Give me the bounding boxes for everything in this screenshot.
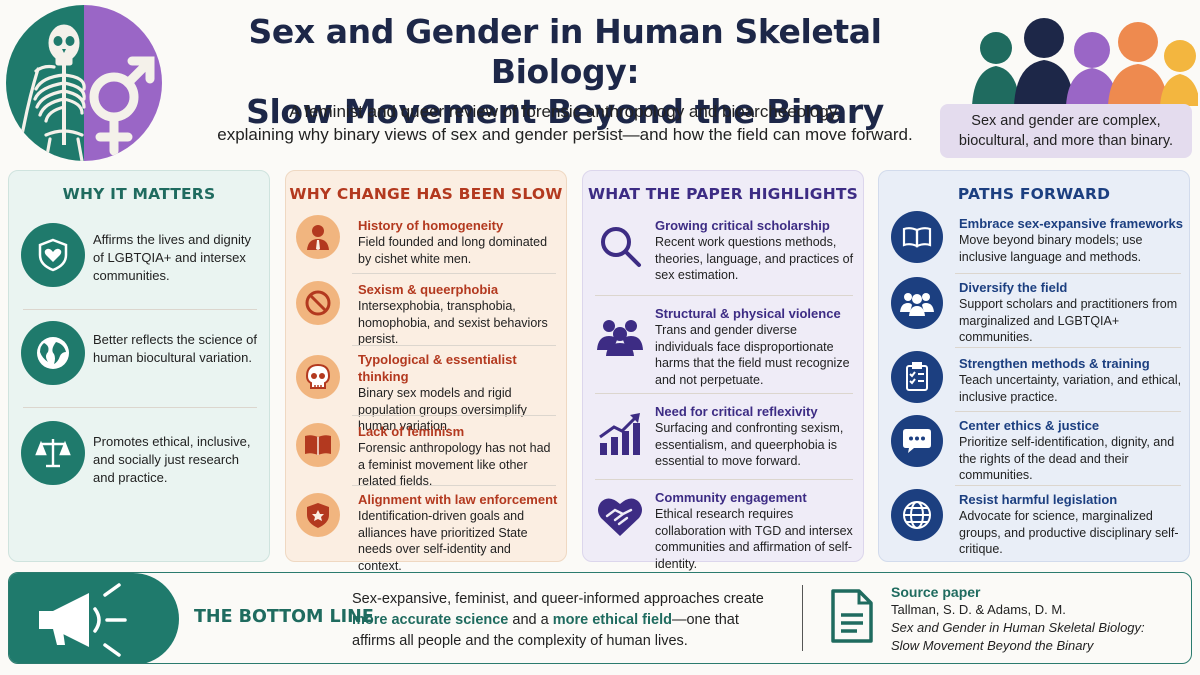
slow-item-1-text: Field founded and long dominated by cish… bbox=[358, 235, 548, 266]
why-item-3-text: Promotes ethical, inclusive, and sociall… bbox=[93, 434, 251, 485]
page-title: Sex and Gender in Human Skeletal Biology… bbox=[170, 12, 960, 132]
paper-highlights-panel: WHAT THE PAPER HIGHLIGHTS Growing critic… bbox=[582, 170, 864, 571]
slow-item-2-title: Sexism & queerphobia bbox=[358, 282, 499, 297]
callout-line-1: Sex and gender are complex, bbox=[971, 113, 1161, 129]
globe-icon bbox=[21, 321, 85, 385]
open-book-icon bbox=[891, 211, 943, 263]
growth-chart-icon bbox=[593, 409, 647, 459]
skeleton-gender-logo bbox=[6, 5, 162, 161]
path-5-title: Resist harmful legislation bbox=[959, 492, 1118, 507]
source-title-line-2: Slow Movement Beyond the Binary bbox=[891, 638, 1094, 653]
chat-bubble-icon bbox=[891, 415, 943, 467]
paths-heading: PATHS FORWARD bbox=[957, 185, 1111, 203]
slow-item-3-text: Binary sex models and rigid population g… bbox=[358, 386, 527, 433]
highlight-4-title: Community engagement bbox=[655, 490, 807, 505]
person-icon bbox=[296, 215, 340, 259]
highlight-1-text: Recent work questions methods, theories,… bbox=[655, 235, 854, 282]
why-item-1-text: Affirms the lives and dignity of LGBTQIA… bbox=[93, 232, 251, 283]
badge-icon bbox=[296, 493, 340, 537]
highlight-3-title: Need for critical reflexivity bbox=[655, 404, 818, 419]
slow-item-1-title: History of homogeneity bbox=[358, 218, 504, 233]
slow-item-5-text: Identification-driven goals and alliance… bbox=[358, 509, 528, 573]
highlight-2-title: Structural & physical violence bbox=[655, 306, 841, 321]
source-paper: Source paper Tallman, S. D. & Adams, D. … bbox=[891, 583, 1191, 655]
source-heading: Source paper bbox=[891, 584, 981, 600]
path-2-title: Diversify the field bbox=[959, 280, 1068, 295]
path-3-title: Strengthen methods & training bbox=[959, 356, 1150, 371]
why-slow-heading: WHY CHANGE HAS BEEN SLOW bbox=[289, 185, 563, 203]
highlights-heading: WHAT THE PAPER HIGHLIGHTS bbox=[587, 185, 859, 203]
path-4-text: Prioritize self-identification, dignity,… bbox=[959, 435, 1175, 482]
subtitle-line-1: A feminist and queer review of forensic … bbox=[289, 102, 841, 121]
path-1-text: Move beyond binary models; use inclusive… bbox=[959, 233, 1143, 264]
handshake-heart-icon bbox=[593, 491, 647, 541]
gender-symbol-icon bbox=[89, 56, 155, 156]
why-item-2-text: Better reflects the science of human bio… bbox=[93, 332, 258, 365]
why-it-matters-panel: WHY IT MATTERS Affirms the lives and dig… bbox=[8, 170, 270, 562]
highlight-4-text: Ethical research requires collaboration … bbox=[655, 507, 853, 571]
source-authors: Tallman, S. D. & Adams, D. M. bbox=[891, 602, 1066, 617]
callout-line-2: biocultural, and more than binary. bbox=[958, 133, 1174, 149]
highlight-1-title: Growing critical scholarship bbox=[655, 218, 830, 233]
highlight-3-text: Surfacing and confronting sexism, essent… bbox=[655, 421, 844, 468]
highlight-2-text: Trans and gender diverse individuals fac… bbox=[655, 323, 850, 387]
emphasis-accurate-science: more accurate science bbox=[352, 612, 509, 628]
magnifier-icon bbox=[595, 221, 645, 271]
source-title-line-1: Sex and Gender in Human Skeletal Biology… bbox=[891, 620, 1145, 635]
skeleton-icon bbox=[14, 24, 86, 161]
title-line-1: Sex and Gender in Human Skeletal Biology… bbox=[248, 12, 882, 91]
subtitle: A feminist and queer review of forensic … bbox=[170, 100, 960, 146]
path-2-text: Support scholars and practitioners from … bbox=[959, 297, 1178, 344]
slow-item-4-text: Forensic anthropology has not had a femi… bbox=[358, 441, 551, 488]
callout-box: Sex and gender are complex, biocultural,… bbox=[940, 104, 1192, 158]
document-icon bbox=[831, 589, 873, 643]
bottom-line-panel: THE BOTTOM LINE Sex-expansive, feminist,… bbox=[8, 572, 1192, 664]
megaphone-icon bbox=[9, 573, 179, 663]
path-4-title: Center ethics & justice bbox=[959, 418, 1100, 433]
prohibited-icon bbox=[296, 281, 340, 325]
path-1-title: Embrace sex-expansive frameworks bbox=[959, 216, 1184, 231]
slow-item-2-text: Intersexphobia, transphobia, homophobia,… bbox=[358, 299, 548, 346]
why-change-slow-panel: WHY CHANGE HAS BEEN SLOW History of homo… bbox=[285, 170, 567, 573]
bottom-line-label: THE BOTTOM LINE bbox=[194, 607, 374, 627]
bottom-line-text: Sex-expansive, feminist, and queer-infor… bbox=[352, 591, 764, 649]
globe-grid-icon bbox=[891, 489, 943, 541]
path-3-text: Teach uncertainty, variation, and ethica… bbox=[959, 373, 1182, 404]
people-icon bbox=[891, 277, 943, 329]
paths-forward-panel: PATHS FORWARD Embrace sex-expansive fram… bbox=[878, 170, 1190, 562]
subtitle-line-2: explaining why binary views of sex and g… bbox=[217, 125, 913, 144]
people-silhouettes-icon bbox=[972, 18, 1198, 106]
slow-item-3-title: Typological & essentialist thinking bbox=[358, 352, 517, 384]
skull-icon bbox=[296, 355, 340, 399]
slow-item-4-title: Lack of feminism bbox=[358, 424, 465, 439]
title-line-2: Slow Movement Beyond the Binary bbox=[246, 92, 884, 131]
heart-shield-icon bbox=[21, 223, 85, 287]
divider bbox=[802, 585, 803, 651]
path-5-text: Advocate for science, marginalized group… bbox=[959, 509, 1179, 556]
slow-item-5-title: Alignment with law enforcement bbox=[358, 492, 558, 507]
emphasis-ethical-field: more ethical field bbox=[552, 612, 672, 628]
group-icon bbox=[593, 311, 647, 361]
book-icon bbox=[296, 423, 340, 467]
checklist-icon bbox=[891, 351, 943, 403]
why-it-matters-heading: WHY IT MATTERS bbox=[62, 185, 216, 203]
scales-icon bbox=[21, 421, 85, 485]
